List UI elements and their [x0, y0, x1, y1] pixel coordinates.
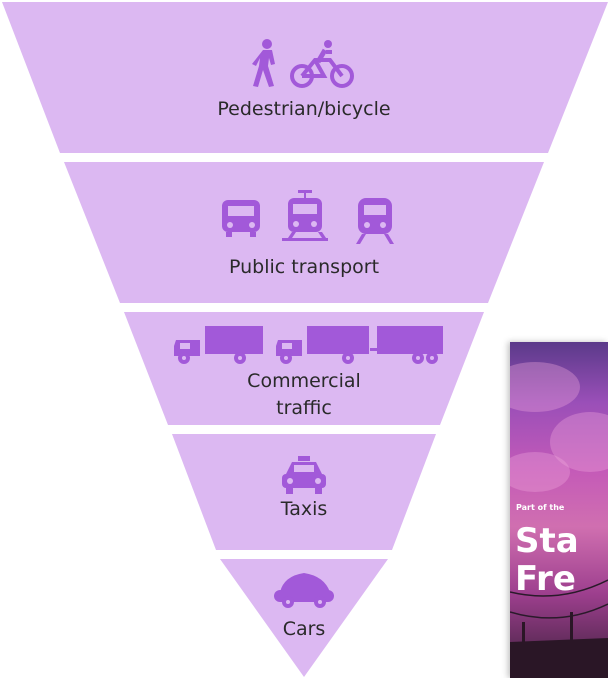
tier-cars	[220, 559, 388, 677]
tier-taxis	[172, 434, 436, 550]
tier-label-pedestrian-bicycle: Pedestrian/bicycle	[217, 98, 391, 120]
tier-label-commercial-line1: Commercial	[247, 370, 361, 392]
car-icon	[274, 573, 334, 608]
report-cover-thumbnail[interactable]: Part of the Sta Fre	[510, 342, 608, 678]
bus-icon	[222, 200, 260, 237]
cover-kicker: Part of the	[516, 503, 565, 512]
cover-title-line2: Fre	[515, 559, 576, 599]
tier-label-commercial-line2: traffic	[276, 397, 332, 419]
pedestrian-icon	[252, 39, 275, 87]
tier-label-public-transport: Public transport	[228, 256, 380, 278]
truck-icon	[276, 326, 369, 364]
tier-label-taxis: Taxis	[280, 498, 328, 520]
tier-public-transport	[64, 162, 544, 303]
bicycle-icon	[290, 40, 354, 88]
tram-icon	[282, 190, 328, 241]
tier-label-cars: Cars	[282, 618, 326, 640]
train-icon	[356, 198, 394, 244]
cover-title-line1: Sta	[515, 521, 579, 561]
truck-icon	[174, 326, 263, 364]
trailer-icon	[370, 326, 443, 364]
taxi-icon	[282, 456, 326, 494]
